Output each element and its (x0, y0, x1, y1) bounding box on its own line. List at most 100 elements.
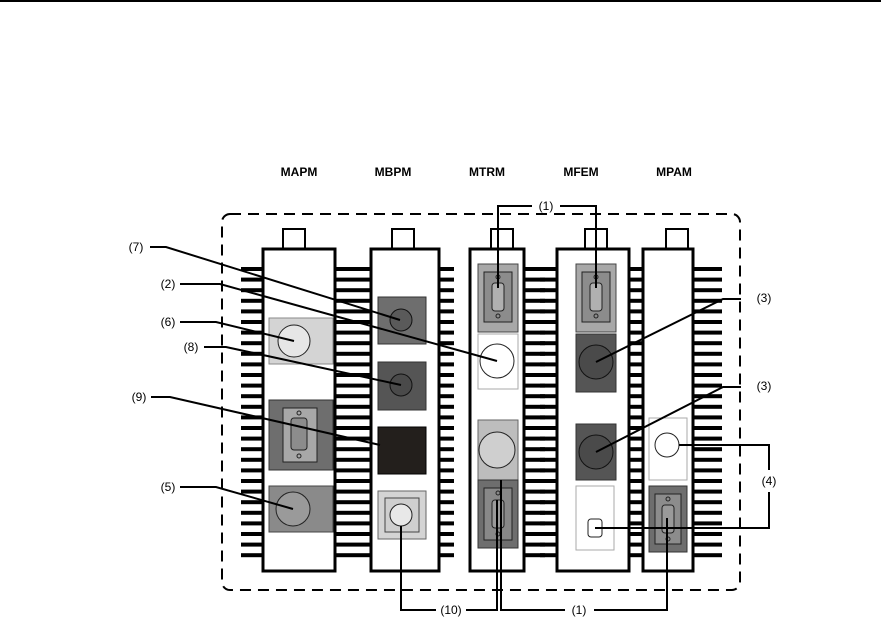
heat-sink-fin (241, 341, 263, 345)
heat-sink-fin (241, 553, 263, 557)
heat-sink-fin (629, 320, 643, 324)
heat-sink-fin (356, 341, 371, 345)
heat-sink-fin (335, 394, 356, 398)
heat-sink-fin (439, 426, 454, 430)
heat-sink-fin (629, 468, 643, 472)
heat-sink-fin (693, 267, 722, 271)
heat-sink-fin (540, 299, 557, 303)
heat-sink-fin (356, 500, 371, 504)
heat-sink-fin (540, 447, 557, 451)
heat-sink-fin (439, 553, 454, 557)
callout-2: (2) (161, 277, 176, 291)
heat-sink-fin (439, 394, 454, 398)
heat-sink-fin (356, 384, 371, 388)
heat-sink-fin (439, 447, 454, 451)
heat-sink-fin (335, 352, 356, 356)
label-mtrm: MTRM (469, 165, 505, 179)
heat-sink-fin (356, 490, 371, 494)
heat-sink-fin (693, 468, 722, 472)
heat-sink-fin (693, 532, 722, 536)
mbpm-connector-7 (378, 297, 426, 344)
heat-sink-fin (241, 278, 263, 282)
heat-sink-fin (629, 405, 643, 409)
heat-sink-fin (439, 352, 454, 356)
heat-sink-fin (241, 309, 263, 313)
heat-sink-fin (241, 521, 263, 525)
heat-sink-fin (540, 288, 557, 292)
heat-sink-fin (335, 458, 356, 462)
callout-10: (10) (440, 603, 461, 617)
heat-sink-fin (335, 415, 356, 419)
heat-sink-fin (693, 384, 722, 388)
callout-9: (9) (132, 390, 147, 404)
mapm-connector-5 (269, 486, 333, 532)
heat-sink-fin (693, 426, 722, 430)
heat-sink-fin (629, 458, 643, 462)
heat-sink-fin (241, 373, 263, 377)
heat-sink-fin (439, 299, 454, 303)
heat-sink-fin (629, 447, 643, 451)
callout-7: (7) (129, 240, 144, 254)
label-mbpm: MBPM (375, 165, 412, 179)
heat-sink-fin (335, 362, 356, 366)
heat-sink-fin (241, 405, 263, 409)
heat-sink-fin (335, 267, 356, 271)
mapm-dsub-connector (269, 400, 333, 470)
heat-sink-fin (629, 394, 643, 398)
heat-sink-fin (241, 511, 263, 515)
label-mapm: MAPM (281, 165, 318, 179)
heat-sink-fin (335, 426, 356, 430)
heat-sink-fin (335, 521, 356, 525)
heat-sink-fin (540, 521, 557, 525)
mtrm-connector-2 (478, 334, 518, 389)
callout-6: (6) (161, 315, 176, 329)
heat-sink-fin (356, 415, 371, 419)
heat-sink-fin (693, 341, 722, 345)
heat-sink-fin (693, 373, 722, 377)
heat-sink-fin (356, 468, 371, 472)
heat-sink-fin (356, 511, 371, 515)
heat-sink-fin (335, 511, 356, 515)
heat-sink-fin (335, 309, 356, 313)
heat-sink-fin (241, 320, 263, 324)
heat-sink-fin (693, 543, 722, 547)
heat-sink-fin (693, 553, 722, 557)
callout-3-upper: (3) (757, 291, 772, 305)
mbpm-connector-8 (378, 362, 426, 410)
heat-sink-fin (540, 341, 557, 345)
heat-sink-fin (629, 500, 643, 504)
heat-sink-fin (540, 532, 557, 536)
heat-sink-fin (629, 479, 643, 483)
heat-sink-fin (693, 320, 722, 324)
heat-sink-fin (693, 511, 722, 515)
heat-sink-fin (335, 278, 356, 282)
heat-sink-fin (629, 437, 643, 441)
heat-sink-fin (439, 267, 454, 271)
heat-sink-fin (540, 352, 557, 356)
heat-sink-fin (629, 415, 643, 419)
heat-sink-fin (356, 267, 371, 271)
heat-sink-fin (335, 553, 356, 557)
heat-sink-fin (629, 299, 643, 303)
mpam-connector-4 (649, 418, 687, 480)
heat-sink-fin (439, 543, 454, 547)
heat-sink-fin (540, 543, 557, 547)
heat-sink-fin (439, 532, 454, 536)
heat-sink-fin (439, 437, 454, 441)
heat-sink-fin (356, 352, 371, 356)
heat-sink-fin (439, 384, 454, 388)
heat-sink-fin (693, 500, 722, 504)
heat-sink-fin (335, 405, 356, 409)
mtrm-connector-light (478, 420, 518, 480)
heat-sink-fin (540, 468, 557, 472)
heat-sink-fin (356, 405, 371, 409)
heat-sink-fin (629, 553, 643, 557)
heat-sink-fin (693, 362, 722, 366)
heat-sink-fin (540, 415, 557, 419)
heat-sink-fin (356, 331, 371, 335)
heat-sink-fin (439, 278, 454, 282)
callout-3-lower: (3) (757, 379, 772, 393)
heat-sink-fin (540, 437, 557, 441)
heat-sink-fin (693, 415, 722, 419)
heat-sink-fin (335, 479, 356, 483)
